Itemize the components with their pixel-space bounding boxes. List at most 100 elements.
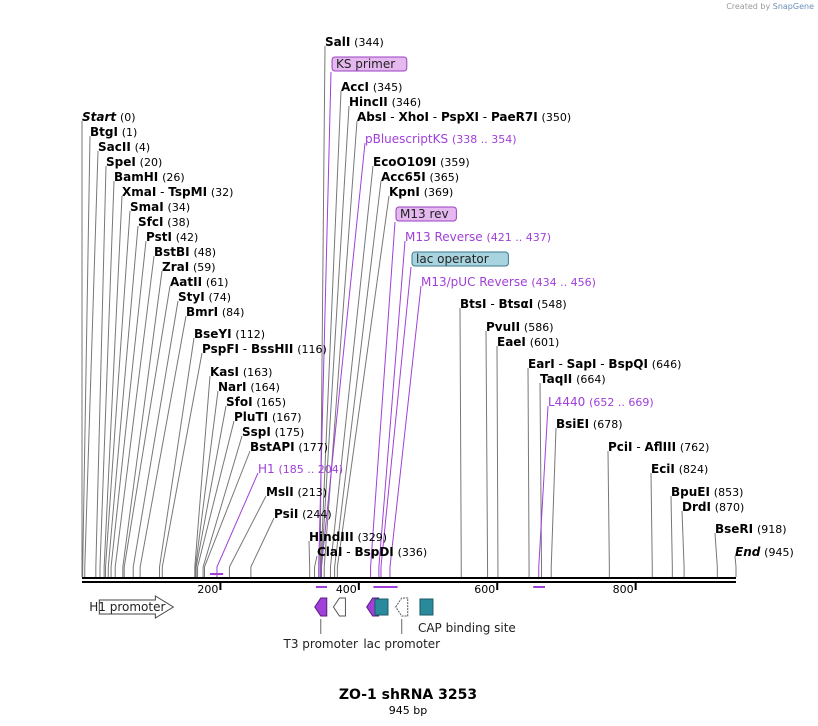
site-label-bseyi: BseYI (112) bbox=[194, 327, 265, 341]
leader-eari bbox=[527, 367, 530, 577]
leader-absi bbox=[323, 120, 358, 577]
leader-pcii bbox=[607, 450, 610, 577]
site-position: (1) bbox=[122, 126, 138, 139]
site-label-drdi: DrdI (870) bbox=[682, 500, 744, 514]
leader-kasi bbox=[194, 375, 211, 577]
enzyme-name: KasI bbox=[210, 365, 239, 379]
primer-label-l4440: L4440 (652 .. 669) bbox=[548, 395, 654, 409]
site-label-aatii: AatII (61) bbox=[170, 275, 228, 289]
site-position: (586) bbox=[524, 321, 554, 334]
leader-ecoo109i bbox=[329, 165, 374, 577]
enzyme-name: PvuII bbox=[486, 320, 520, 334]
site-position: (350) bbox=[542, 111, 572, 124]
site-label-styi: StyI (74) bbox=[178, 290, 231, 304]
site-position: (359) bbox=[440, 156, 470, 169]
enzyme-name: HincII bbox=[349, 95, 388, 109]
site-position: (346) bbox=[392, 96, 422, 109]
site-label-bseri: BseRI (918) bbox=[715, 522, 787, 536]
site-label-end: End (945) bbox=[735, 545, 794, 559]
enzyme-name: BseRI bbox=[715, 522, 753, 536]
leader-msli bbox=[228, 495, 267, 577]
site-label-msli: MslI (213) bbox=[266, 485, 327, 499]
site-position: (175) bbox=[275, 426, 305, 439]
site-label-pvuii: PvuII (586) bbox=[486, 320, 554, 334]
site-position: (646) bbox=[652, 358, 682, 371]
site-label-xmai: XmaI - TspMI (32) bbox=[122, 185, 233, 199]
enzyme-name: EarI bbox=[528, 357, 555, 371]
name-separator: - bbox=[479, 110, 491, 124]
leader-drdi bbox=[681, 510, 685, 577]
site-label-sfoi: SfoI (165) bbox=[226, 395, 286, 409]
site-label-ecoo109i: EcoO109I (359) bbox=[373, 155, 470, 169]
leader-nari bbox=[194, 390, 219, 577]
site-label-btgi: BtgI (1) bbox=[90, 125, 137, 139]
leader-xmai bbox=[103, 195, 123, 577]
feature-label: CAP binding site bbox=[418, 621, 516, 635]
site-label-absi: AbsI - XhoI - PspXI - PaeR7I (350) bbox=[357, 110, 571, 124]
leader-bsiei bbox=[550, 427, 557, 577]
site-position: (177) bbox=[298, 441, 328, 454]
site-position: (336) bbox=[398, 546, 428, 559]
enzyme-name: Acc65I bbox=[381, 170, 426, 184]
site-label-eaei: EaeI (601) bbox=[497, 335, 559, 349]
leader-taqii bbox=[539, 382, 543, 577]
enzyme-name: EciI bbox=[651, 462, 675, 476]
enzyme-name: BspDI bbox=[354, 545, 393, 559]
site-position: (548) bbox=[537, 298, 567, 311]
site-position: (112) bbox=[235, 328, 265, 341]
map-length: 945 bp bbox=[389, 704, 427, 717]
site-label-acci: AccI (345) bbox=[341, 80, 402, 94]
leader-pspfi bbox=[161, 352, 203, 577]
leader-acc65i bbox=[334, 180, 382, 577]
site-position: (664) bbox=[576, 373, 606, 386]
site-label-psii: PsiI (244) bbox=[274, 507, 332, 521]
feature-label-text: KS primer bbox=[336, 57, 395, 71]
site-position: (26) bbox=[162, 171, 185, 184]
enzyme-name: AccI bbox=[341, 80, 369, 94]
site-label-hindiii: HindIII (329) bbox=[309, 530, 387, 544]
site-position: (164) bbox=[250, 381, 280, 394]
promoter-arrow bbox=[332, 597, 346, 617]
site-position: (244) bbox=[302, 508, 332, 521]
site-label-bstbi: BstBI (48) bbox=[154, 245, 216, 259]
binding-site-box bbox=[374, 598, 389, 616]
enzyme-name: PciI bbox=[608, 440, 633, 454]
leader-sacii bbox=[84, 150, 99, 577]
site-position: (42) bbox=[176, 231, 199, 244]
leader-clai bbox=[314, 555, 318, 577]
enzyme-name: BtsI bbox=[460, 297, 487, 311]
site-position: (165) bbox=[256, 396, 286, 409]
site-position: (84) bbox=[222, 306, 245, 319]
enzyme-name: BpuEI bbox=[671, 485, 710, 499]
site-position: (678) bbox=[593, 418, 623, 431]
feature-label-box bbox=[411, 251, 509, 267]
site-position: (4) bbox=[135, 141, 151, 154]
leader-bmri bbox=[139, 315, 187, 577]
enzyme-name: HindIII bbox=[309, 530, 354, 544]
enzyme-name: PstI bbox=[146, 230, 172, 244]
site-label-sali: SalI (344) bbox=[325, 35, 384, 49]
name-separator: - bbox=[342, 545, 354, 559]
name-separator: - bbox=[239, 342, 251, 356]
enzyme-name: SfcI bbox=[138, 215, 163, 229]
site-position: (48) bbox=[193, 246, 216, 259]
site-labels: Start (0)BtgI (1)SacII (4)SpeI (20)BamHI… bbox=[82, 35, 794, 559]
site-position: (369) bbox=[424, 186, 454, 199]
site-position: (344) bbox=[354, 36, 384, 49]
site-position: (61) bbox=[206, 276, 229, 289]
site-position: (365) bbox=[430, 171, 460, 184]
feature-label-ks-primer: KS primer bbox=[331, 56, 408, 72]
enzyme-name: SpeI bbox=[106, 155, 136, 169]
leader-lac-operator bbox=[380, 266, 412, 577]
site-label-sspi: SspI (175) bbox=[242, 425, 304, 439]
site-position: (345) bbox=[373, 81, 403, 94]
site-position: (20) bbox=[140, 156, 163, 169]
sequence-backbone bbox=[82, 577, 736, 583]
leader-bpuei bbox=[670, 495, 673, 577]
primer-binding-range bbox=[382, 586, 398, 588]
enzyme-name: StyI bbox=[178, 290, 205, 304]
leader-m13-reverse bbox=[378, 240, 406, 577]
feature-label-text: M13 rev bbox=[400, 207, 449, 221]
